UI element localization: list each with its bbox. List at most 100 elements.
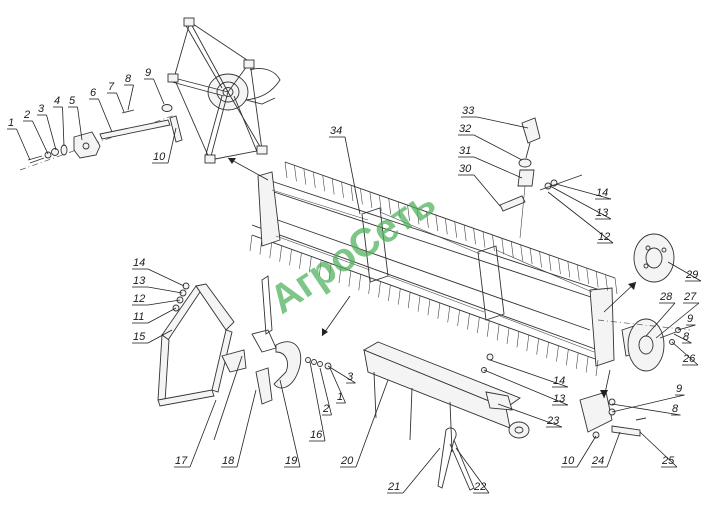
callout-leader: [16, 128, 31, 161]
callout-leader: [327, 365, 356, 384]
callout-leader: [116, 92, 125, 113]
callout-number-12: 12: [598, 231, 610, 243]
callout-number-20: 20: [340, 455, 354, 467]
callout-number-12: 12: [133, 293, 145, 305]
callout-leader: [473, 174, 501, 207]
callout-leader: [147, 286, 183, 294]
callout-number-18: 18: [222, 455, 235, 467]
callout-number-11: 11: [133, 311, 144, 323]
watermark: АгроСеть: [262, 180, 443, 322]
callout-number-8: 8: [683, 331, 690, 343]
callout-number-9: 9: [687, 313, 693, 325]
callout-leader: [606, 431, 621, 468]
callout-number-9: 9: [145, 67, 151, 79]
callout-number-14: 14: [133, 257, 145, 269]
callout-number-3: 3: [38, 103, 45, 115]
callout-number-29: 29: [685, 269, 698, 281]
callout-leader: [153, 78, 165, 105]
callout-number-32: 32: [459, 123, 471, 135]
callout-number-13: 13: [596, 207, 609, 219]
callout-leader: [355, 379, 389, 468]
callout-number-14: 14: [596, 187, 608, 199]
callout-leader: [473, 134, 523, 161]
callout-leader: [77, 106, 83, 141]
callout-leader: [127, 84, 134, 111]
right-disc-assembly: [597, 233, 691, 372]
callout-number-26: 26: [682, 353, 696, 365]
callout-leader: [476, 116, 529, 129]
callout-leader: [489, 359, 569, 388]
callout-number-34: 34: [330, 125, 342, 137]
callout-leader: [309, 361, 326, 442]
callout-leader: [576, 435, 597, 468]
callout-leader: [549, 185, 612, 220]
callout-leader: [639, 431, 678, 468]
callout-number-27: 27: [683, 291, 697, 303]
callout-number-28: 28: [659, 291, 673, 303]
callout-leader: [555, 183, 612, 200]
callout-number-8: 8: [672, 403, 679, 415]
callout-number-1: 1: [337, 391, 343, 403]
callout-number-22: 22: [473, 481, 486, 493]
callout-leader: [645, 302, 676, 337]
callout-leader: [547, 191, 614, 244]
callout-number-23: 23: [546, 415, 560, 427]
callout-leader: [402, 447, 441, 494]
reel-spider-hub: [167, 17, 281, 164]
callout-leader: [344, 136, 361, 215]
callout-number-4: 4: [54, 95, 60, 107]
callout-leader: [279, 379, 301, 468]
callout-leader: [455, 447, 490, 494]
callout-leader: [671, 341, 699, 366]
callout-leader: [611, 403, 681, 416]
callout-leader: [319, 367, 332, 416]
callout-number-21: 21: [387, 481, 400, 493]
left-linkage-assembly: [157, 275, 332, 441]
callout-number-25: 25: [661, 455, 675, 467]
callout-number-10: 10: [153, 151, 166, 163]
callout-number-6: 6: [90, 87, 97, 99]
callout-number-30: 30: [459, 163, 472, 175]
callout-number-14: 14: [553, 375, 565, 387]
callout-number-17: 17: [175, 455, 188, 467]
direction-arrows: [227, 157, 637, 399]
callout-number-2: 2: [322, 403, 329, 415]
callout-number-2: 2: [23, 109, 30, 121]
callout-leader: [147, 299, 181, 306]
callout-number-9: 9: [676, 383, 682, 395]
left-shaft-assembly: [19, 104, 183, 171]
callout-leader: [147, 329, 173, 344]
callout-number-7: 7: [108, 81, 115, 93]
callout-leader: [46, 114, 57, 151]
callout-leader: [611, 394, 685, 413]
callout-number-24: 24: [591, 455, 604, 467]
callout-leader: [329, 367, 346, 404]
bottom-tube-assembly: [362, 341, 647, 491]
callout-leader: [655, 302, 700, 339]
callout-leader: [147, 307, 177, 324]
callout-leader: [147, 268, 185, 287]
callout-leader: [673, 333, 692, 344]
callout-leader: [189, 399, 217, 468]
callout-number-8: 8: [125, 73, 132, 85]
callout-leader: [62, 106, 65, 147]
callout-leader: [473, 156, 523, 179]
callout-leader: [236, 389, 257, 468]
callout-number-3: 3: [347, 371, 354, 383]
callout-number-13: 13: [133, 275, 146, 287]
callout-leader: [497, 403, 563, 428]
callout-number-31: 31: [459, 145, 471, 157]
callout-number-15: 15: [133, 331, 146, 343]
callout-number-10: 10: [562, 455, 575, 467]
upper-bracket-assembly: [499, 117, 583, 239]
callout-number-5: 5: [69, 95, 76, 107]
callout-leader: [98, 98, 113, 133]
callout-leader: [667, 261, 702, 282]
callout-number-19: 19: [285, 455, 297, 467]
callout-leader: [32, 120, 49, 155]
callout-leader: [677, 324, 696, 331]
callout-number-13: 13: [553, 393, 566, 405]
callout-number-1: 1: [8, 117, 14, 129]
callout-leader: [483, 369, 569, 406]
